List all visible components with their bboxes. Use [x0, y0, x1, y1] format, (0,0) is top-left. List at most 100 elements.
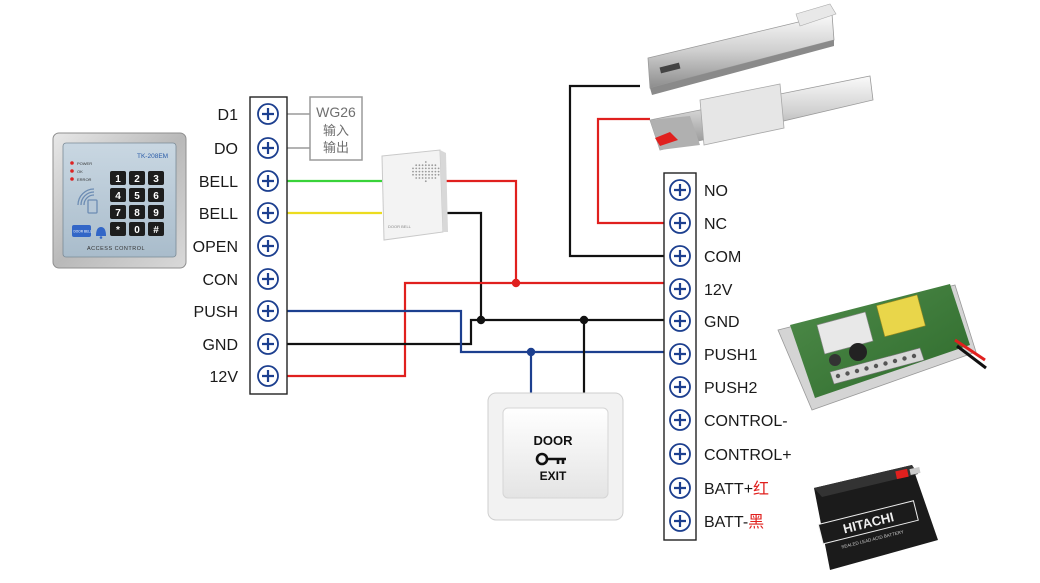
left-terminal-label: 12V: [210, 369, 239, 386]
led-ok-icon: [70, 169, 74, 173]
terminal-screw-icon: [669, 409, 691, 431]
right-terminal-label: CONTROL-: [704, 413, 788, 430]
terminal-screw-icon: [669, 443, 691, 465]
right-terminal-label: PUSH1: [704, 347, 757, 364]
terminal-screw-icon: [669, 477, 691, 499]
terminal-screw-icon: [669, 343, 691, 365]
exit-button[interactable]: DOOR EXIT: [487, 392, 624, 521]
keypad-key: 2: [129, 171, 145, 185]
right-terminal-name: COM: [704, 249, 741, 266]
led-error-icon: [70, 177, 74, 181]
keypad-key-label: 9: [153, 208, 159, 219]
keypad-key: 9: [148, 205, 164, 219]
keypad-brand: TK-208EM: [137, 153, 168, 160]
keypad-footer: ACCESS CONTROL: [87, 246, 145, 252]
right-terminal-name: PUSH2: [704, 380, 757, 397]
terminal-screw-icon: [669, 376, 691, 398]
exit-button-door-label: DOOR: [534, 433, 574, 448]
terminal-screw-icon: [257, 170, 279, 192]
right-terminal-note: 红: [753, 480, 769, 498]
right-terminal-name: NO: [704, 183, 728, 200]
wire-lock-red: [596, 117, 664, 225]
wire-lock-black: [568, 84, 664, 258]
terminal-screw-icon: [669, 510, 691, 532]
led-label-power: POWER: [77, 161, 92, 166]
keypad-key: 0: [129, 222, 145, 236]
doorbell-device: DOOR BELL: [381, 149, 448, 241]
left-terminal-label: DO: [214, 141, 238, 158]
left-terminal-label: OPEN: [193, 239, 238, 256]
keypad-key-label: 8: [134, 208, 140, 219]
keypad-key-label: 7: [115, 208, 121, 219]
keypad-key-label: 6: [153, 191, 159, 202]
right-terminal-name: CONTROL-: [704, 413, 788, 430]
right-terminal-name: 12V: [704, 282, 733, 299]
keypad-key: 1: [110, 171, 126, 185]
wires: [287, 84, 664, 393]
wire-gnd-black: [287, 318, 664, 346]
right-terminal-label: BATT+红: [704, 480, 769, 498]
keypad-key-label: #: [153, 225, 159, 236]
power-supply-board: [777, 284, 987, 411]
wire-push-blue: [287, 309, 664, 354]
right-terminal-note: 黑: [748, 514, 764, 531]
keypad-key: 7: [110, 205, 126, 219]
keypad-key: *: [110, 222, 126, 236]
terminal-screw-icon: [669, 278, 691, 300]
battery: HITACHI SEALED LEAD ACID BATTERY: [814, 465, 938, 570]
terminal-screw-icon: [257, 103, 279, 125]
keypad-key-label: *: [116, 225, 120, 236]
terminal-screw-icon: [257, 268, 279, 290]
keypad-key-label: 4: [115, 191, 121, 202]
right-terminal-label: BATT-黑: [704, 514, 764, 531]
right-terminal-name: GND: [704, 314, 740, 331]
electric-bolt-lock: [647, 3, 874, 151]
keypad-key-label: 0: [134, 225, 140, 236]
left-terminal-label: BELL: [199, 206, 238, 223]
keypad-key-label: 5: [134, 191, 140, 202]
terminal-screw-icon: [257, 300, 279, 322]
led-power-icon: [70, 161, 74, 165]
left-terminal-label: CON: [202, 272, 238, 289]
terminal-screw-icon: [669, 179, 691, 201]
led-label-ok: OK: [77, 169, 83, 174]
right-terminal-name: NC: [704, 216, 727, 233]
left-terminal-label: PUSH: [194, 304, 238, 321]
left-terminal-label: GND: [202, 337, 238, 354]
junction-dot: [476, 315, 486, 325]
wire-doorbell-red: [442, 179, 518, 283]
right-terminal-label: CONTROL+: [704, 447, 792, 464]
right-terminal-name: PUSH1: [704, 347, 757, 364]
doorbell-label: DOOR BELL: [388, 224, 412, 229]
terminal-screw-icon: [669, 310, 691, 332]
terminal-screw-icon: [669, 212, 691, 234]
wg26-output: 输出: [323, 140, 349, 155]
exit-button-exit-label: EXIT: [540, 469, 567, 483]
left-terminal-label: BELL: [199, 174, 238, 191]
left-terminal-label: D1: [218, 107, 239, 124]
keypad-key: 5: [129, 188, 145, 202]
keypad-key-label: 1: [115, 174, 121, 185]
wire-12v-red: [287, 281, 664, 378]
terminal-screw-icon: [257, 365, 279, 387]
wg26-box: WG26 输入 输出: [309, 96, 363, 161]
junction-dot: [511, 278, 521, 288]
terminal-screw-icon: [257, 235, 279, 257]
right-terminal-label: GND: [704, 314, 740, 331]
keypad-key: 3: [148, 171, 164, 185]
doorbell-key: [72, 225, 91, 237]
speaker-grille-icon: [412, 161, 440, 183]
right-terminal-label: 12V: [704, 282, 733, 299]
terminal-screw-icon: [669, 245, 691, 267]
doorbell-key-label: DOOR BELL: [74, 230, 92, 234]
right-terminal-name: BATT+: [704, 481, 753, 498]
wg26-title: WG26: [316, 104, 356, 120]
right-terminal-label: PUSH2: [704, 380, 757, 397]
